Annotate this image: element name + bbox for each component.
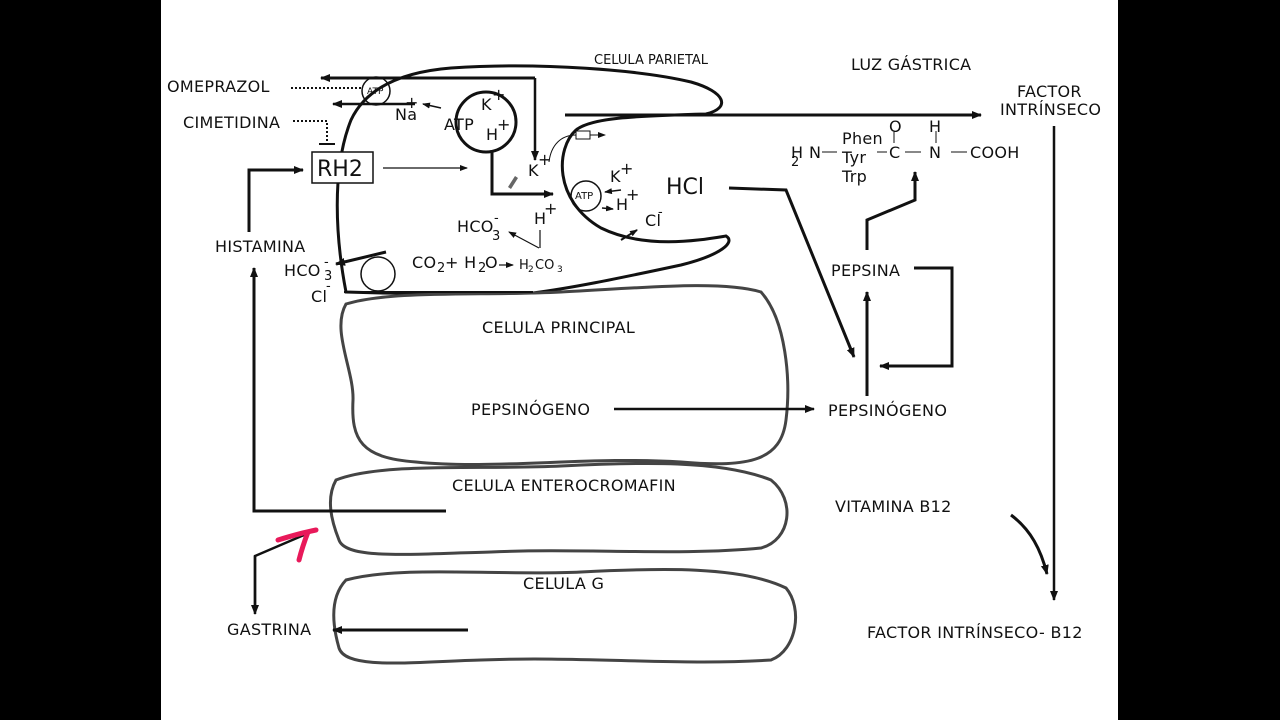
arrow-pepsina-peptide bbox=[865, 171, 919, 250]
label-phen: Phen bbox=[842, 129, 883, 148]
sub-3-left: 3 bbox=[324, 269, 332, 284]
label-k-pump: K bbox=[481, 95, 492, 114]
sup-plus-h-pump: + bbox=[497, 115, 511, 134]
atp-apical-circle bbox=[570, 180, 602, 212]
sup-plus-na: + bbox=[405, 93, 419, 112]
label-k-inner: K bbox=[528, 161, 539, 180]
label-o: O bbox=[485, 253, 498, 272]
label-celula-parietal: CELULA PARIETAL bbox=[594, 53, 709, 68]
sup-plus-h-apical: + bbox=[626, 185, 640, 204]
sup-plus-k-inner: + bbox=[538, 150, 552, 169]
sup-minus-cl-left: - bbox=[326, 279, 331, 294]
label-h-inner: H bbox=[534, 209, 546, 228]
arrow-hco3-out bbox=[335, 250, 387, 266]
label-vitamina-b12: VITAMINA B12 bbox=[835, 497, 952, 516]
label-tyr: Tyr bbox=[841, 148, 866, 167]
sup-plus-k-pump: + bbox=[492, 85, 506, 104]
arrow-histamina-rh2 bbox=[247, 166, 304, 232]
label-celula-principal: CELULA PRINCIPAL bbox=[482, 318, 635, 337]
label-cooh: COOH bbox=[970, 143, 1020, 162]
arrow-hcl bbox=[728, 186, 856, 358]
sub-3-inner: 3 bbox=[492, 229, 500, 244]
arrow-h-apical bbox=[601, 205, 614, 212]
label-cl-left: Cl bbox=[311, 287, 327, 306]
annotation-mark bbox=[275, 527, 319, 563]
arrow-na bbox=[422, 102, 442, 109]
label-cimetidina: CIMETIDINA bbox=[183, 113, 280, 132]
sup-plus-h-inner: + bbox=[544, 199, 558, 218]
label-h2co3-h: H bbox=[519, 258, 529, 273]
k-channel bbox=[575, 130, 591, 140]
label-omeprazol: OMEPRAZOL bbox=[167, 77, 270, 96]
proton-pump-circle bbox=[454, 90, 518, 154]
label-celula-g: CELULA G bbox=[523, 574, 604, 593]
arrow-hco3-inner bbox=[508, 231, 540, 249]
label-k-apical: K bbox=[610, 167, 621, 186]
dotted-cimetidina bbox=[293, 120, 328, 143]
label-co2: CO bbox=[412, 253, 436, 272]
label-intrinseco: INTRÍNSECO bbox=[1000, 100, 1101, 119]
arrow-cl-inner bbox=[620, 229, 638, 241]
label-pepsinogeno-outer: PEPSINÓGENO bbox=[828, 401, 947, 420]
label-atp-small: ATP bbox=[367, 87, 384, 97]
label-factor-b12: FACTOR INTRÍNSECO- B12 bbox=[867, 623, 1083, 642]
sub-3-h2co3: 3 bbox=[557, 265, 563, 275]
sub-2-h2co3: 2 bbox=[528, 265, 534, 275]
label-peptide-n: N bbox=[809, 143, 821, 162]
g-cell-outline bbox=[332, 567, 798, 665]
label-na: Na bbox=[395, 105, 417, 124]
chief-cell-outline bbox=[339, 284, 790, 467]
label-peptide-h: H bbox=[791, 143, 803, 162]
pencil-icon bbox=[508, 176, 518, 189]
sup-minus-left: - bbox=[324, 255, 329, 270]
label-celula-enterocromafin: CELULA ENTEROCROMAFIN bbox=[452, 476, 676, 495]
label-peptide-h-top: H bbox=[929, 117, 941, 136]
label-peptide-c: C bbox=[889, 143, 900, 162]
arrow-k-apical bbox=[604, 188, 622, 195]
label-hco3-left: HCO bbox=[284, 261, 321, 280]
diagram-canvas: OMEPRAZOL CIMETIDINA RH2 HISTAMINA HCO 3… bbox=[161, 0, 1118, 720]
label-trp: Trp bbox=[841, 167, 867, 186]
label-atp-pump: ATP bbox=[444, 115, 474, 134]
peptide-bonds bbox=[822, 131, 967, 153]
label-hcl: HCl bbox=[666, 175, 704, 200]
sub-2-co2: 2 bbox=[437, 261, 445, 276]
sup-plus-k-apical: + bbox=[620, 159, 634, 178]
label-plus-h2o: + H bbox=[445, 253, 476, 272]
arrow-pepsina-loop bbox=[879, 266, 954, 370]
label-peptide-n2: N bbox=[929, 143, 941, 162]
arrow-pump-down bbox=[490, 150, 554, 198]
label-peptide-o: O bbox=[889, 117, 902, 136]
label-h-pump: H bbox=[486, 125, 498, 144]
label-cl-inner: Cl bbox=[645, 211, 661, 230]
label-gastrina: GASTRINA bbox=[227, 620, 311, 639]
label-luz-gastrica: LUZ GÁSTRICA bbox=[851, 55, 971, 74]
sub-2-peptide: 2 bbox=[791, 155, 799, 170]
label-h2co3-co: CO bbox=[535, 258, 554, 273]
exchanger-circle bbox=[360, 256, 396, 292]
arrow-enterocromafin-histamina bbox=[250, 267, 446, 513]
label-factor: FACTOR bbox=[1017, 82, 1082, 101]
label-h-apical: H bbox=[616, 195, 628, 214]
label-pepsinogeno-inner: PEPSINÓGENO bbox=[471, 400, 590, 419]
sup-minus-inner: - bbox=[494, 211, 499, 226]
rh2-box bbox=[311, 151, 374, 184]
enterochromaffin-cell-outline bbox=[329, 461, 789, 556]
label-pepsina: PEPSINA bbox=[831, 261, 900, 280]
gastric-secretion-diagram: OMEPRAZOL CIMETIDINA RH2 HISTAMINA HCO 3… bbox=[167, 53, 1101, 665]
label-atp-apical: ATP bbox=[575, 191, 593, 202]
label-rh2: RH2 bbox=[317, 157, 363, 182]
line-k-channel bbox=[548, 134, 577, 163]
sup-minus-cl-inner: - bbox=[658, 205, 663, 220]
label-histamina: HISTAMINA bbox=[215, 237, 306, 256]
parietal-cell-outline bbox=[335, 64, 731, 296]
label-hco3-inner: HCO bbox=[457, 217, 494, 236]
arrow-b12 bbox=[1010, 513, 1049, 575]
sub-2-h2o: 2 bbox=[478, 261, 486, 276]
